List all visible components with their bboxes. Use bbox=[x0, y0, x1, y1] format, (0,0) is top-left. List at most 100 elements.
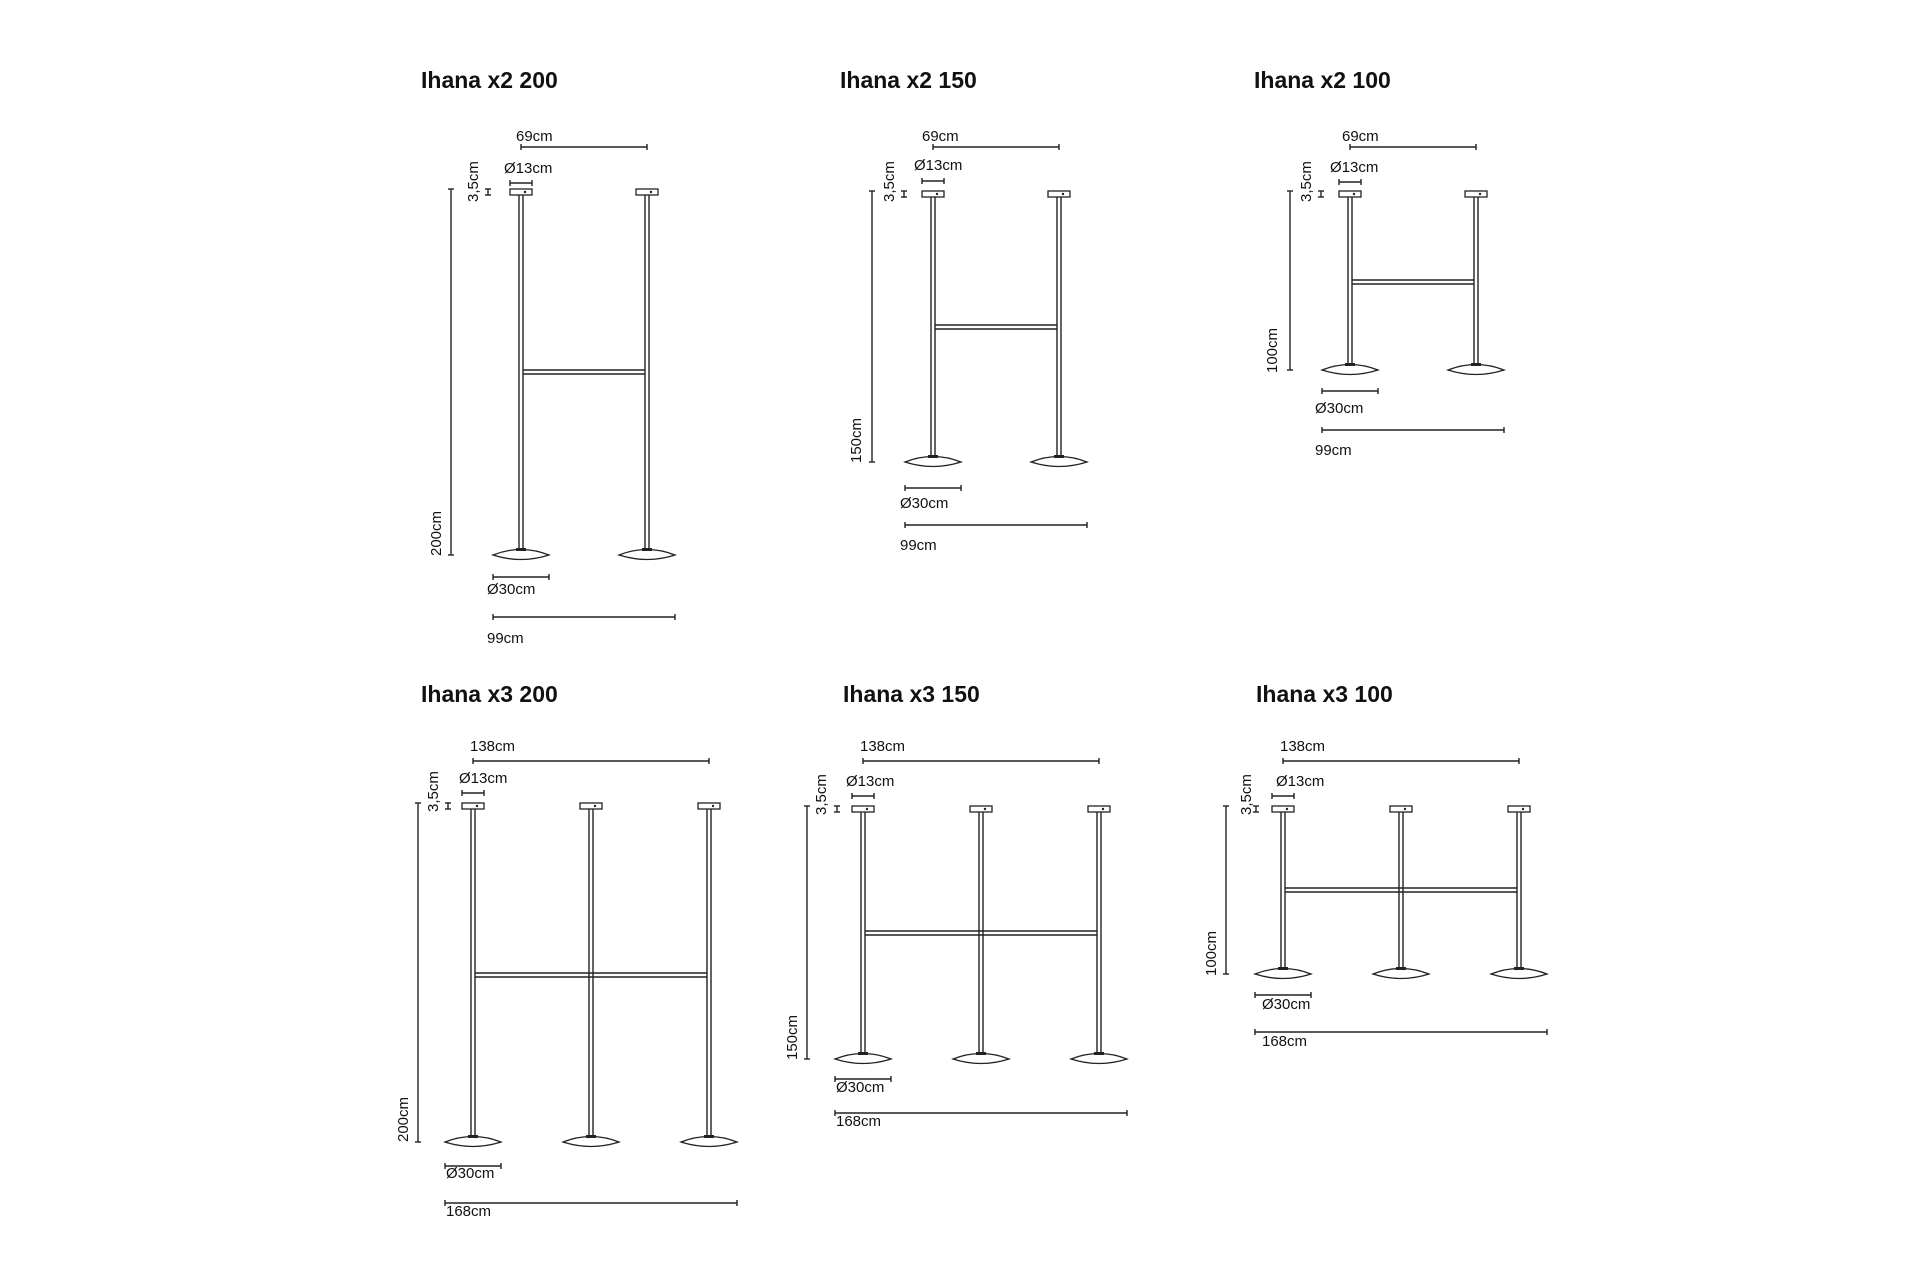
ceiling-canopy bbox=[1507, 805, 1531, 813]
canopy-diameter-label: Ø13cm bbox=[914, 157, 962, 174]
ceiling-canopy bbox=[1087, 805, 1111, 813]
canopy-diameter-label: Ø13cm bbox=[1330, 159, 1378, 176]
base-diameter-label: Ø30cm bbox=[900, 495, 948, 512]
lamp-drawing bbox=[448, 144, 677, 620]
base-hub bbox=[468, 1135, 478, 1138]
ceiling-canopy bbox=[635, 188, 659, 196]
base-dish bbox=[1446, 363, 1506, 376]
base-hub bbox=[1094, 1052, 1104, 1055]
canopy-screw bbox=[475, 804, 479, 808]
canopy-diameter-label: Ø13cm bbox=[1276, 773, 1324, 790]
spacing-label: 69cm bbox=[516, 128, 553, 145]
canopy-height-label: 3,5cm bbox=[1238, 774, 1255, 815]
canopy-diameter-label: Ø13cm bbox=[459, 770, 507, 787]
canopy-screw bbox=[593, 804, 597, 808]
diagram-ihana-x3-100: Ihana x3 100 138cm Ø13cm 3,5cm 100cm Ø30… bbox=[1203, 681, 1549, 1050]
base-dish bbox=[1253, 967, 1313, 980]
canopy-height-label: 3,5cm bbox=[425, 771, 442, 812]
base-hub bbox=[586, 1135, 596, 1138]
lamp-drawing bbox=[1223, 758, 1549, 1035]
base-dish bbox=[833, 1052, 893, 1065]
height-label: 200cm bbox=[428, 511, 445, 556]
base-diameter-label: Ø30cm bbox=[1262, 996, 1310, 1013]
diagram-title: Ihana x3 100 bbox=[1256, 681, 1393, 707]
ceiling-canopy bbox=[1047, 190, 1071, 198]
canopy-height-label: 3,5cm bbox=[813, 774, 830, 815]
base-hub bbox=[704, 1135, 714, 1138]
width-label: 168cm bbox=[836, 1113, 881, 1130]
canopy-screw bbox=[1352, 192, 1356, 196]
ceiling-canopy bbox=[697, 802, 721, 810]
canopy-diameter-label: Ø13cm bbox=[504, 160, 552, 177]
ceiling-canopy bbox=[969, 805, 993, 813]
base-hub bbox=[1054, 455, 1064, 458]
diagram-ihana-x3-150: Ihana x3 150 138cm Ø13cm 3,5cm 150cm Ø30… bbox=[784, 681, 1129, 1130]
ceiling-canopy bbox=[1389, 805, 1413, 813]
height-label: 100cm bbox=[1203, 931, 1220, 976]
base-dish bbox=[679, 1135, 739, 1148]
base-dish bbox=[491, 548, 551, 561]
canopy-screw bbox=[523, 190, 527, 194]
canopy-screw bbox=[1478, 192, 1482, 196]
base-hub bbox=[642, 548, 652, 551]
canopy-screw bbox=[865, 807, 869, 811]
diagram-ihana-x2-200: Ihana x2 200 69cm Ø13cm 3,5cm 200cm Ø30c… bbox=[421, 67, 677, 647]
height-label: 100cm bbox=[1264, 328, 1281, 373]
ceiling-canopy bbox=[1338, 190, 1362, 198]
base-diameter-label: Ø30cm bbox=[836, 1079, 884, 1096]
diagram-title: Ihana x2 200 bbox=[421, 67, 558, 93]
base-dish bbox=[903, 455, 963, 468]
diagram-title: Ihana x3 200 bbox=[421, 681, 558, 707]
base-hub bbox=[516, 548, 526, 551]
canopy-screw bbox=[1285, 807, 1289, 811]
canopy-screw bbox=[983, 807, 987, 811]
height-label: 150cm bbox=[784, 1015, 801, 1060]
base-hub bbox=[928, 455, 938, 458]
canopy-diameter-label: Ø13cm bbox=[846, 773, 894, 790]
base-diameter-label: Ø30cm bbox=[487, 581, 535, 598]
base-dish bbox=[1371, 967, 1431, 980]
width-label: 168cm bbox=[446, 1203, 491, 1220]
canopy-screw bbox=[1521, 807, 1525, 811]
base-diameter-label: Ø30cm bbox=[1315, 400, 1363, 417]
canopy-screw bbox=[935, 192, 939, 196]
height-label: 150cm bbox=[848, 418, 865, 463]
lamp-drawing bbox=[869, 144, 1089, 528]
base-hub bbox=[1471, 363, 1481, 366]
ceiling-canopy bbox=[461, 802, 485, 810]
base-hub bbox=[1396, 967, 1406, 970]
canopy-screw bbox=[711, 804, 715, 808]
diagram-ihana-x2-100: Ihana x2 100 69cm Ø13cm 3,5cm 100cm Ø30c… bbox=[1254, 67, 1506, 459]
canopy-height-label: 3,5cm bbox=[1298, 161, 1315, 202]
lamp-drawing bbox=[804, 758, 1129, 1116]
spacing-label: 138cm bbox=[470, 738, 515, 755]
diagram-title: Ihana x2 150 bbox=[840, 67, 977, 93]
diagram-title: Ihana x3 150 bbox=[843, 681, 980, 707]
base-dish bbox=[1320, 363, 1380, 376]
canopy-height-label: 3,5cm bbox=[465, 161, 482, 202]
ceiling-canopy bbox=[921, 190, 945, 198]
ceiling-canopy bbox=[851, 805, 875, 813]
base-dish bbox=[617, 548, 677, 561]
ceiling-canopy bbox=[1271, 805, 1295, 813]
width-label: 99cm bbox=[487, 630, 524, 647]
canopy-height-label: 3,5cm bbox=[881, 161, 898, 202]
ceiling-canopy bbox=[509, 188, 533, 196]
width-label: 99cm bbox=[1315, 442, 1352, 459]
width-label: 168cm bbox=[1262, 1033, 1307, 1050]
base-hub bbox=[1345, 363, 1355, 366]
canopy-screw bbox=[1403, 807, 1407, 811]
base-dish bbox=[951, 1052, 1011, 1065]
diagram-ihana-x2-150: Ihana x2 150 69cm Ø13cm 3,5cm 150cm Ø30c… bbox=[840, 67, 1089, 554]
base-diameter-label: Ø30cm bbox=[446, 1165, 494, 1182]
lamp-drawing bbox=[415, 758, 739, 1206]
spacing-label: 69cm bbox=[922, 128, 959, 145]
spacing-label: 138cm bbox=[860, 738, 905, 755]
height-label: 200cm bbox=[395, 1097, 412, 1142]
base-dish bbox=[443, 1135, 503, 1148]
base-hub bbox=[858, 1052, 868, 1055]
spacing-label: 69cm bbox=[1342, 128, 1379, 145]
base-hub bbox=[976, 1052, 986, 1055]
